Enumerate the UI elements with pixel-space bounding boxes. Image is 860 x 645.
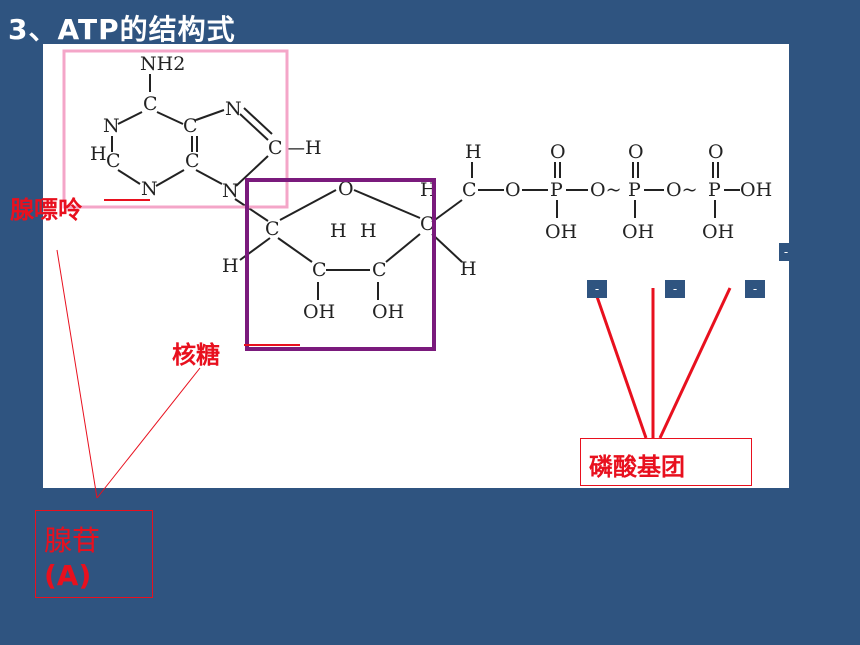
phosphate-marker-2: - (665, 280, 685, 298)
slide-title: 3、ATP的结构式 (8, 13, 236, 46)
atom-ribose-c3: C (372, 259, 387, 281)
atom-ch2-c: C (462, 179, 477, 201)
phosphate-connector-1 (592, 287, 648, 439)
atom-ribose-oh1: OH (303, 301, 335, 323)
atom-h-left: H (90, 143, 107, 165)
adenosine-label-box: 腺苷 (A) (35, 510, 153, 598)
phosphate-label: 磷酸基团 (589, 453, 685, 481)
adenosine-connector-1 (56, 249, 98, 499)
atom-p3-o: O (708, 141, 724, 163)
atom-ribose-c4: C (420, 213, 435, 235)
phosphate-label-box: 磷酸基团 (580, 438, 752, 486)
ribose-highlight-box (245, 178, 436, 351)
molecule-atoms: NH2 C N C N C C N N H C —H O C C H H H C… (90, 53, 772, 323)
adenosine-label: 腺苷 (44, 524, 101, 557)
atom-c4: C (185, 150, 200, 172)
atom-n2: N (225, 98, 242, 120)
molecule-bonds (111, 74, 740, 300)
atom-p3-oh: OH (702, 221, 734, 243)
atom-p1: P (550, 179, 563, 201)
atom-n1: N (103, 115, 120, 137)
adenosine-abbrev-label: (A) (44, 559, 92, 592)
phosphate-marker-1: - (587, 280, 607, 298)
atom-n3: N (141, 178, 158, 200)
atom-ribose-oh2: OH (372, 301, 404, 323)
atom-ribose-h4: H (460, 258, 477, 280)
phosphate-connector-3 (658, 287, 732, 439)
atom-ribose-h1: H (222, 255, 239, 277)
atom-nh2: NH2 (140, 53, 185, 75)
atom-p2: P (628, 179, 641, 201)
atom-p3-oh-right: OH (740, 179, 772, 201)
adenosine-connector-2 (96, 367, 201, 499)
atom-p1-o: O (550, 141, 566, 163)
adenine-highlight-box (62, 49, 289, 209)
atom-ribose-c1: C (265, 218, 280, 240)
phosphate-marker-3: - (745, 280, 765, 298)
diagram-panel (43, 44, 789, 488)
ribose-label: 核糖 (172, 341, 220, 369)
atom-o1: O (505, 179, 521, 201)
atom-c1: C (143, 93, 158, 115)
atom-h-right: —H (286, 137, 322, 159)
atom-o3: O~ (666, 179, 698, 201)
atom-ribose-h2: H (330, 220, 347, 242)
atom-ribose-c2: C (312, 259, 327, 281)
phosphate-marker-4: - (779, 243, 793, 261)
atom-p2-o: O (628, 141, 644, 163)
atom-c2: C (183, 115, 198, 137)
atom-p1-oh: OH (545, 221, 577, 243)
atom-c3: C (106, 150, 121, 172)
adenine-label: 腺嘌呤 (10, 196, 82, 224)
atom-c5: C (268, 137, 283, 159)
atom-ribose-h3: H (360, 220, 377, 242)
atom-ribose-o: O (338, 178, 354, 200)
atom-p2-oh: OH (622, 221, 654, 243)
atom-o2: O~ (590, 179, 622, 201)
atom-n4: N (222, 180, 239, 202)
atom-p3: P (708, 179, 721, 201)
atom-ch2-h: H (465, 141, 482, 163)
